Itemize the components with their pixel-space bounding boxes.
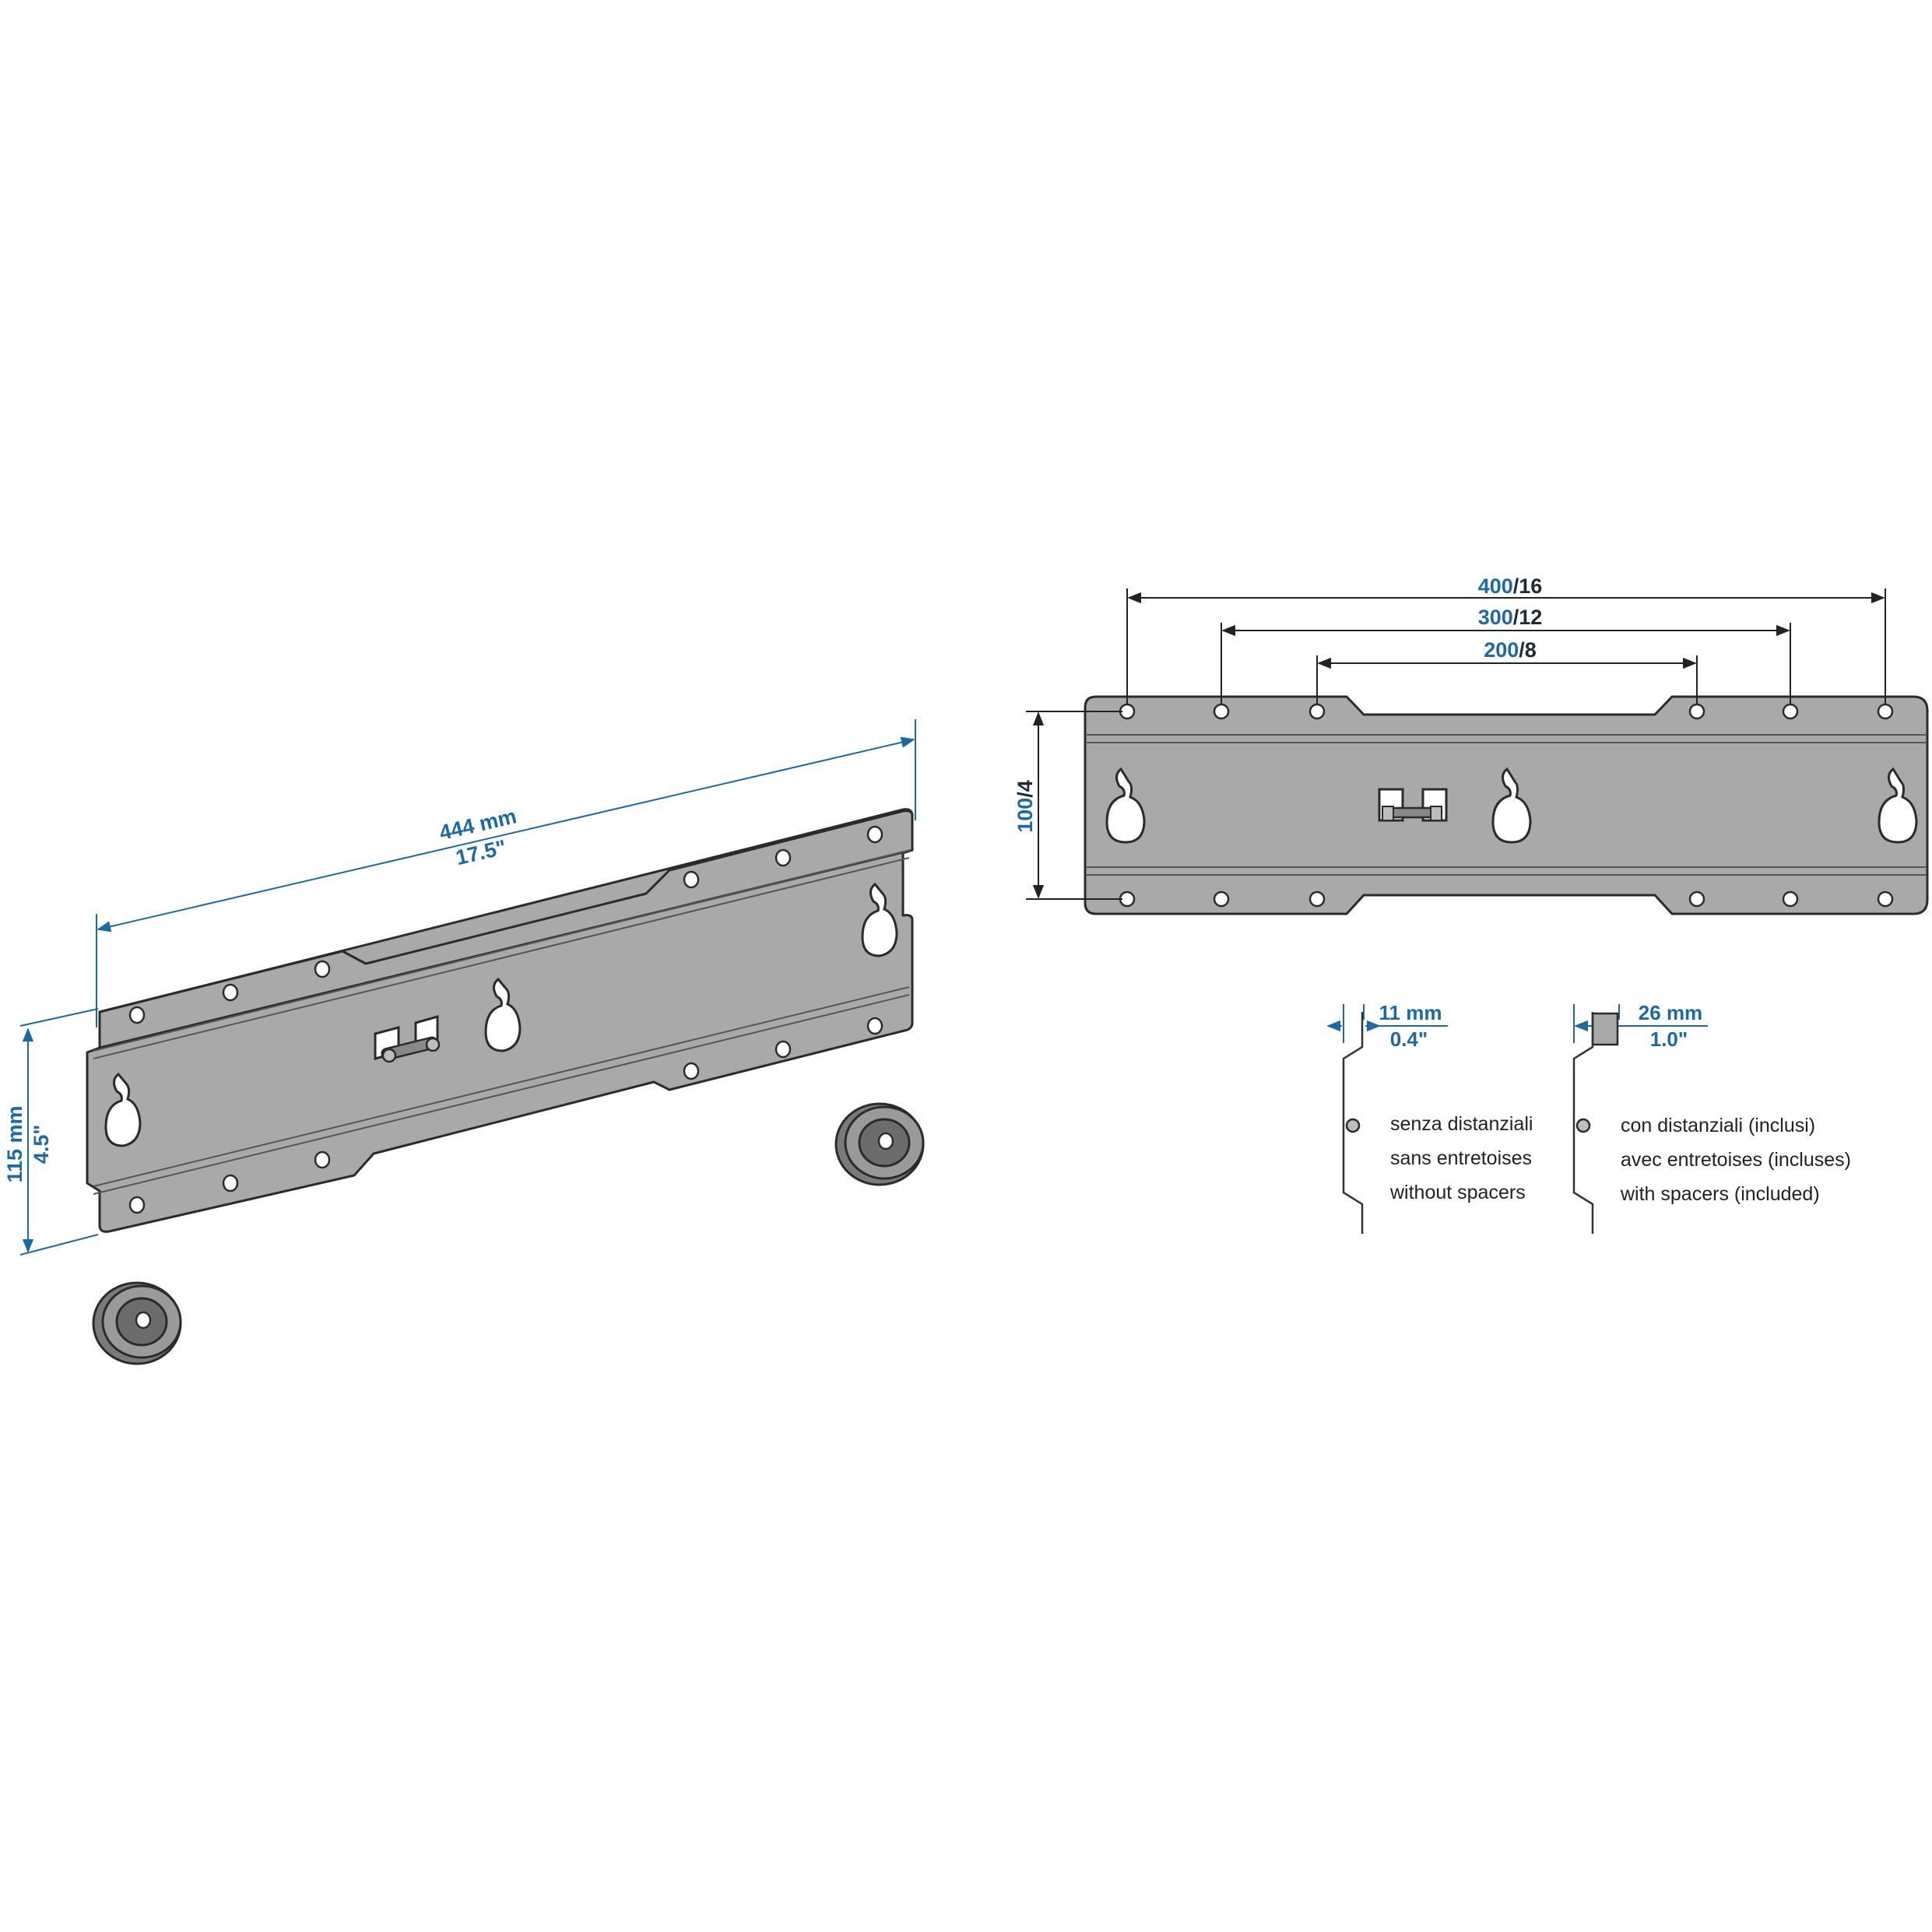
front-lock-mechanism xyxy=(1378,788,1448,822)
keyhole-slot xyxy=(104,1072,142,1147)
vesa-400-label: 400/16 xyxy=(1478,574,1543,598)
hole xyxy=(222,983,239,1002)
vesa-300-label: 300/12 xyxy=(1478,606,1543,629)
iso-height-ext-bottom xyxy=(19,1234,99,1256)
hole xyxy=(128,1006,146,1024)
iso-length-dimension-line xyxy=(97,736,915,933)
side-without-depth-mm: 11 mm xyxy=(1379,1001,1442,1024)
side-with-depth-in: 1.0" xyxy=(1650,1027,1688,1051)
side-with-depth-mm: 26 mm xyxy=(1639,1001,1702,1024)
side-with-bolt xyxy=(1575,1118,1591,1133)
hole xyxy=(1782,890,1799,908)
side-view-without-spacers: 11 mm 0.4" senza distanziali sans entret… xyxy=(1326,1001,1533,1234)
iso-bottom-holes xyxy=(128,1017,883,1214)
hole xyxy=(683,870,700,889)
front-plate-view: 400/16 300/12 200/8 100/4 xyxy=(1013,574,1929,915)
side-view-with-spacers: 26 mm 1.0" con distanziali (inclusi) ave… xyxy=(1572,1001,1851,1234)
keyhole-slot xyxy=(1105,767,1146,844)
hole xyxy=(1877,890,1894,908)
hole xyxy=(1782,703,1799,720)
vesa-v-label: 100/4 xyxy=(1013,780,1037,833)
side-without-line-3: without spacers xyxy=(1389,1182,1526,1203)
front-bottom-holes xyxy=(1119,890,1894,908)
hole xyxy=(775,848,792,867)
keyhole-slot xyxy=(1491,767,1532,844)
vesa-200-label: 200/8 xyxy=(1484,638,1537,662)
iso-height-ext-top xyxy=(19,1008,99,1027)
iso-rib-bottom-2 xyxy=(93,994,910,1195)
iso-lock-mechanism xyxy=(374,1015,441,1063)
keyhole-slot xyxy=(1878,767,1918,844)
iso-plate-view: 444 mm 17.5" 115 mm 4.5" xyxy=(3,719,925,1365)
side-without-line-2: sans entretoises xyxy=(1390,1147,1532,1169)
hole xyxy=(222,1174,239,1193)
hole xyxy=(1308,703,1326,720)
side-without-bolt xyxy=(1345,1118,1361,1133)
side-with-line-3: with spacers (included) xyxy=(1620,1183,1820,1205)
side-with-line-1: con distanziali (inclusi) xyxy=(1621,1115,1815,1136)
side-without-depth-in: 0.4" xyxy=(1390,1027,1428,1051)
side-without-line-1: senza distanziali xyxy=(1390,1113,1533,1135)
hole xyxy=(683,1062,700,1080)
hole xyxy=(314,1150,331,1169)
hole xyxy=(1308,890,1326,908)
hole xyxy=(1688,703,1705,720)
iso-height-in: 4.5" xyxy=(30,1125,53,1164)
iso-length-mm: 444 mm xyxy=(437,804,519,845)
side-with-profile xyxy=(1572,1012,1594,1234)
hole xyxy=(1213,703,1230,720)
hole xyxy=(1688,890,1705,908)
hole xyxy=(314,960,331,978)
spacer-left xyxy=(92,1281,182,1365)
spacer-right xyxy=(834,1102,925,1186)
hole xyxy=(866,1017,883,1035)
hole xyxy=(128,1196,146,1214)
side-without-profile xyxy=(1342,1012,1364,1234)
hole xyxy=(866,825,883,844)
hole xyxy=(1877,703,1894,720)
hole xyxy=(775,1040,792,1059)
hole xyxy=(1213,890,1230,908)
iso-height-mm: 115 mm xyxy=(3,1105,26,1182)
iso-rib-bottom xyxy=(93,986,910,1187)
side-with-spacer-block xyxy=(1591,1012,1619,1046)
iso-length-in: 17.5" xyxy=(454,835,508,869)
side-with-line-2: avec entretoises (incluses) xyxy=(1621,1149,1851,1171)
keyhole-slot xyxy=(484,977,522,1052)
